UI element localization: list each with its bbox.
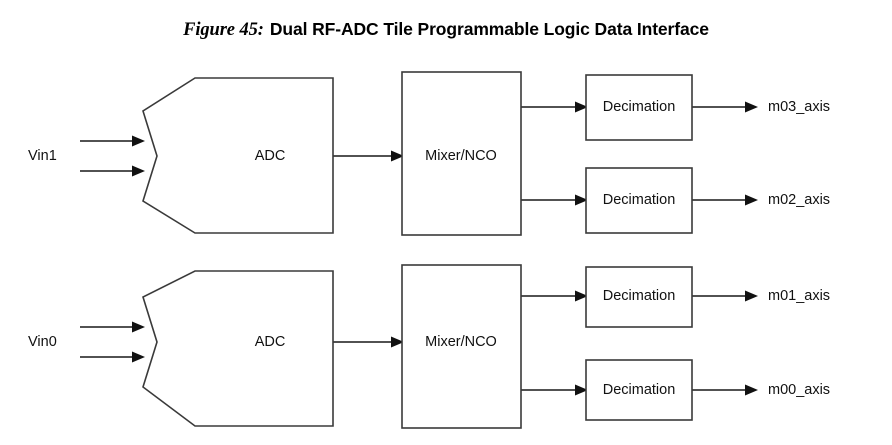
decimation-label-2: Decimation — [603, 382, 676, 398]
input-label-Vin0: Vin0 — [28, 334, 57, 350]
adc-label: ADC — [255, 334, 286, 350]
output-arrowhead-2 — [745, 194, 758, 206]
figure-title: Dual RF-ADC Tile Programmable Logic Data… — [269, 19, 709, 39]
output-label-m02_axis: m02_axis — [768, 192, 830, 208]
output-arrowhead-2 — [745, 384, 758, 396]
input-arrowhead-2 — [132, 351, 145, 363]
input-arrowhead-2 — [132, 165, 145, 177]
decimation-label-1: Decimation — [603, 99, 676, 115]
adc-block — [142, 270, 334, 427]
output-arrowhead-1 — [745, 101, 758, 113]
decimation-label-2: Decimation — [603, 192, 676, 208]
decimation-block-2 — [585, 359, 693, 421]
mixer-nco-label: Mixer/NCO — [425, 334, 497, 350]
decimation-block-1 — [585, 74, 693, 141]
decimation-label-1: Decimation — [603, 288, 676, 304]
output-label-m00_axis: m00_axis — [768, 382, 830, 398]
figure-caption: Figure 45:Dual RF-ADC Tile Programmable … — [0, 18, 892, 41]
adc-label: ADC — [255, 148, 286, 164]
mixer-nco-block — [401, 264, 522, 429]
mixer-nco-label: Mixer/NCO — [425, 148, 497, 164]
output-label-m01_axis: m01_axis — [768, 288, 830, 304]
output-arrowhead-1 — [745, 290, 758, 302]
input-label-Vin1: Vin1 — [28, 148, 57, 164]
input-arrowhead-1 — [132, 135, 145, 147]
adc-block — [142, 77, 334, 234]
output-label-m03_axis: m03_axis — [768, 99, 830, 115]
decimation-block-1 — [585, 266, 693, 328]
mixer-nco-block — [401, 71, 522, 236]
figure-number: Figure 45: — [183, 20, 264, 40]
input-arrowhead-1 — [132, 321, 145, 333]
